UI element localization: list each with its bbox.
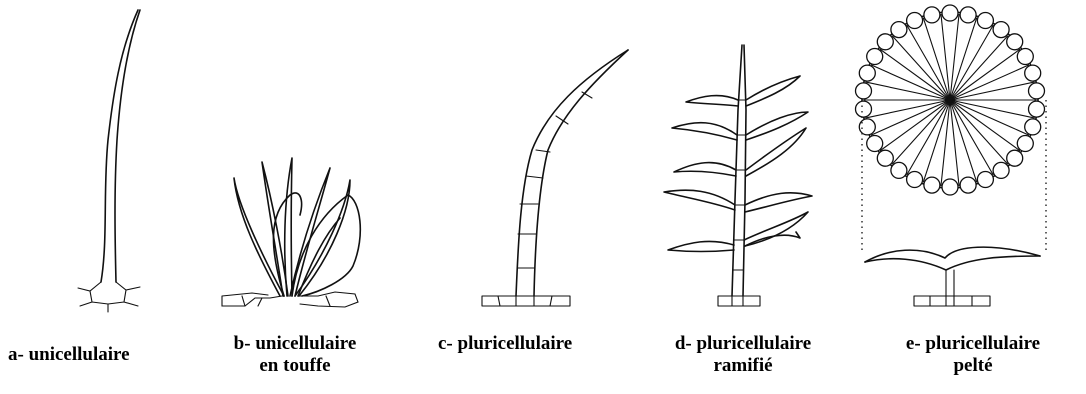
shield-cell-lobe (907, 13, 923, 29)
shield-cell-lobe (867, 49, 883, 65)
shield-cell-lobe (960, 7, 976, 23)
shield-cell-lobe (907, 172, 923, 188)
shield-cell-lobe (993, 162, 1009, 178)
shield-cell-lobe (960, 177, 976, 193)
shield-cell-wall (871, 65, 950, 100)
shield-cell-lobe (1025, 65, 1041, 81)
figure-e-shield-side-view (865, 247, 1040, 296)
shield-cell-lobe (859, 65, 875, 81)
shield-cell-lobe (1007, 34, 1023, 50)
shield-cell-lobe (859, 119, 875, 135)
figure-a-epidermis-cells (78, 282, 140, 312)
caption-b-line-1: b- unicellulaire (200, 333, 390, 355)
figure-b-tufted-hairs (222, 158, 360, 307)
figure-c-multicellular-hair (482, 50, 628, 306)
figure-d-epidermis-cells (718, 296, 760, 306)
figure-e-epidermis-cells (914, 296, 990, 306)
caption-b: b- unicellulaire en touffe (200, 333, 390, 377)
shield-cell-wall (950, 36, 1008, 100)
caption-a: a- unicellulaire (8, 344, 130, 366)
shield-cell-wall (950, 100, 1029, 135)
figure-e-shield-top-view (856, 5, 1045, 195)
shield-cell-lobe (1007, 150, 1023, 166)
figure-d-branches-right (744, 76, 812, 246)
shield-cell-wall (893, 100, 951, 164)
shield-cell-lobe (867, 136, 883, 152)
caption-c-line-1: c- pluricellulaire (438, 333, 572, 355)
shield-cell-lobe (1017, 49, 1033, 65)
caption-e-line-1: e- pluricellulaire (868, 333, 1078, 355)
shield-cell-lobe (877, 34, 893, 50)
shield-cell-lobe (856, 101, 872, 117)
shield-cell-lobe (977, 13, 993, 29)
shield-cell-lobe (856, 83, 872, 99)
shield-cell-lobe (993, 22, 1009, 38)
shield-cell-lobe (1017, 136, 1033, 152)
shield-cell-lobe (891, 162, 907, 178)
shield-cell-lobe (891, 22, 907, 38)
figure-d-branched-hair (664, 45, 812, 306)
figure-a-unicellular-hair (78, 10, 140, 312)
shield-cell-lobe (1029, 101, 1045, 117)
caption-d-line-2: ramifié (640, 355, 846, 377)
shield-cell-wall (950, 100, 1008, 164)
figure-d-branches-left (664, 96, 738, 252)
shield-cell-lobe (877, 150, 893, 166)
shield-cell-lobe (942, 179, 958, 195)
shield-cell-lobe (942, 5, 958, 21)
shield-cell-lobe (1029, 83, 1045, 99)
figure-e-peltate-hair (856, 5, 1047, 306)
caption-d: d- pluricellulaire ramifié (640, 333, 846, 377)
caption-e-line-2: pelté (868, 355, 1078, 377)
shield-cell-lobe (924, 7, 940, 23)
caption-a-line-1: a- unicellulaire (8, 344, 130, 366)
shield-cell-lobe (977, 172, 993, 188)
caption-d-line-1: d- pluricellulaire (640, 333, 846, 355)
shield-cell-wall (950, 65, 1029, 100)
shield-cell-lobe (1025, 119, 1041, 135)
shield-cell-wall (893, 36, 951, 100)
caption-c: c- pluricellulaire (438, 333, 572, 355)
caption-b-line-2: en touffe (200, 355, 390, 377)
shield-cell-lobe (924, 177, 940, 193)
caption-e: e- pluricellulaire pelté (868, 333, 1078, 377)
figure-c-epidermis-cells (482, 296, 570, 306)
shield-cell-wall (871, 100, 950, 135)
